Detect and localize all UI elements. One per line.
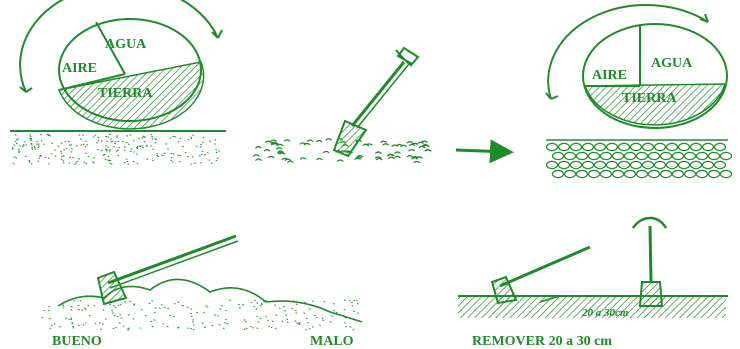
pie-chart-right: AGUA AIRE TIERRA <box>546 5 727 128</box>
shovel-digging <box>253 48 431 163</box>
agua-label: AGUA <box>105 37 147 52</box>
tilling-depth-scene: 20 a 30cm REMOVER 20 a 30 cm <box>458 218 728 349</box>
transition-arrow <box>456 150 508 152</box>
aire-label: AIRE <box>62 61 97 76</box>
hoe-mounds-scene: BUENO MALO <box>42 236 362 349</box>
tierra-label: TIERRA <box>98 86 153 101</box>
tierra-label-right: TIERRA <box>622 91 677 106</box>
compact-soil-strip <box>10 131 226 165</box>
loose-soil-strip <box>546 140 732 178</box>
malo-label: MALO <box>310 334 354 349</box>
bueno-label: BUENO <box>52 334 102 349</box>
depth-label: 20 a 30cm <box>581 307 629 319</box>
aire-label-right: AIRE <box>592 68 627 83</box>
pie-chart-left: AGUA AIRE TIERRA <box>20 0 222 129</box>
remover-label: REMOVER 20 a 30 cm <box>472 334 612 349</box>
agua-label-right: AGUA <box>651 56 693 71</box>
